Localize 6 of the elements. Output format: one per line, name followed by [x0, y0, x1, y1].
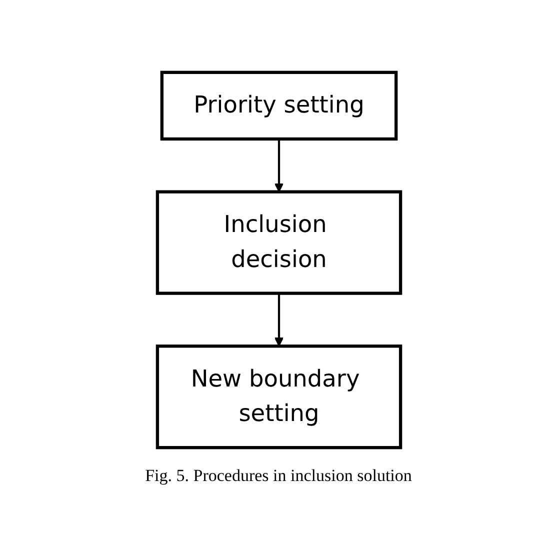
node-box: Priority setting: [160, 70, 398, 141]
arrow: [274, 293, 284, 347]
arrow: [274, 138, 284, 192]
node-box: Inclusion decision: [155, 190, 402, 295]
node-box: New boundary setting: [155, 344, 402, 450]
figure-caption: Fig. 5. Procedures in inclusion solution: [145, 466, 412, 486]
